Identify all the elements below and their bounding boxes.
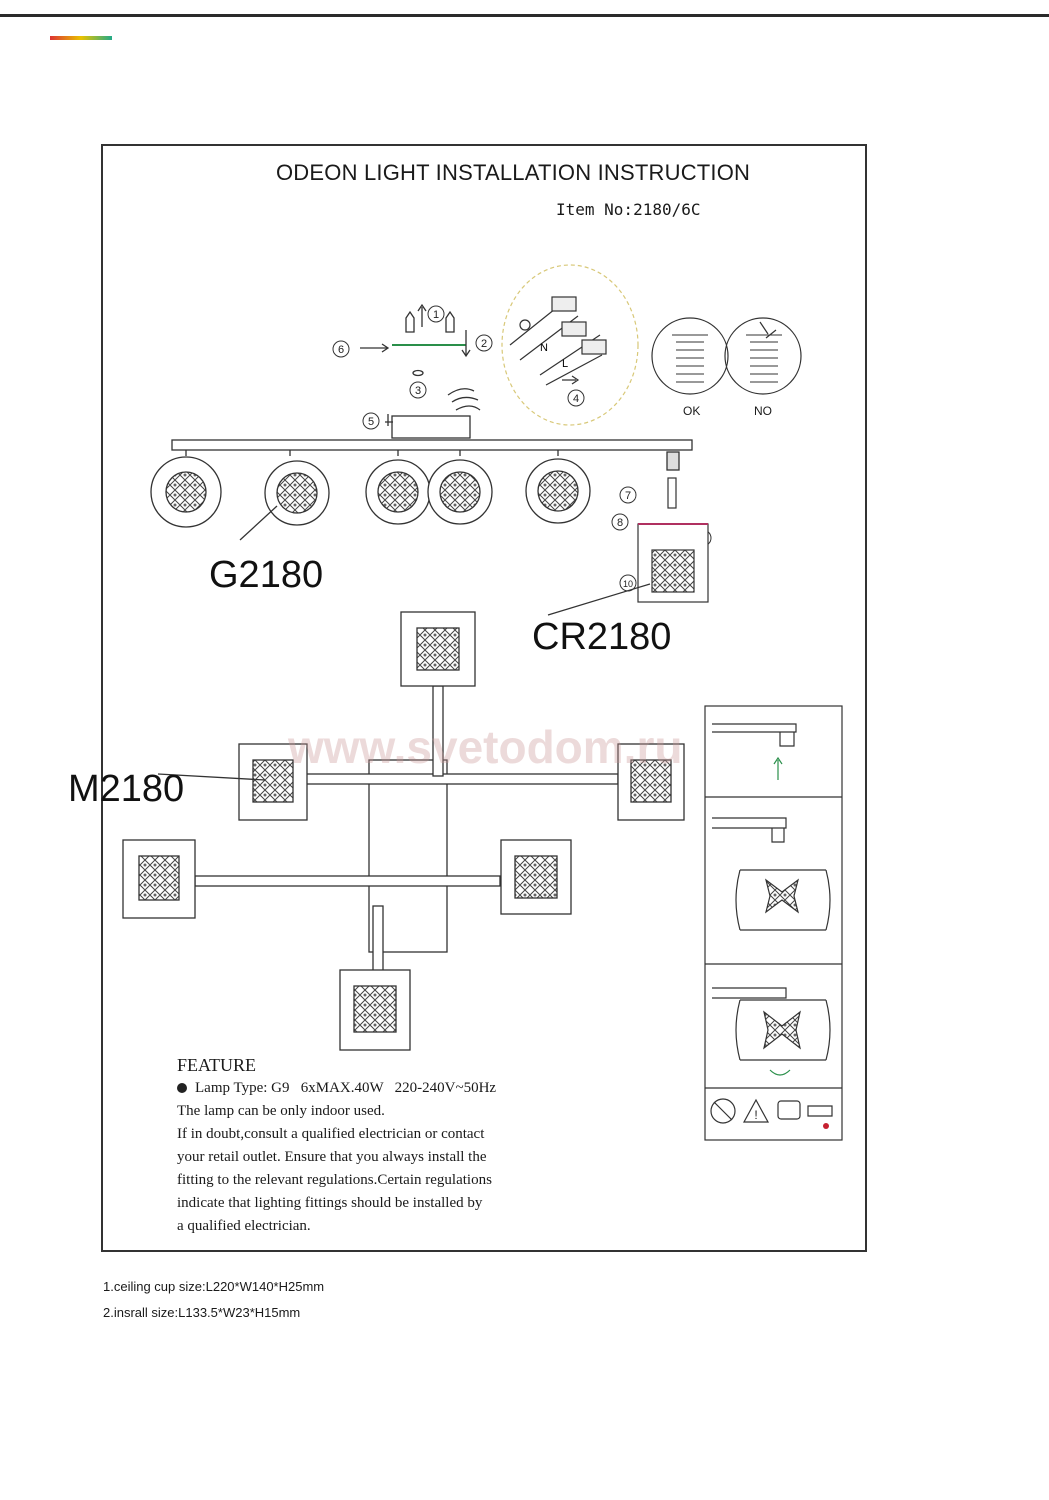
wire-label-n: N (540, 342, 548, 354)
bullet-icon (177, 1083, 187, 1093)
lamp-type-row: Lamp Type: G9 6xMAX.40W 220-240V~50Hz (177, 1077, 697, 1100)
m2180-chandelier-top-view (122, 611, 685, 1051)
hot-surface-icon (777, 1100, 801, 1120)
note-install-size: 2.insrall size:L133.5*W23*H15mm (103, 1305, 301, 1320)
m2180-label: M2180 (68, 768, 185, 810)
lamp-type-text: Lamp Type: G9 6xMAX.40W 220-240V~50Hz (195, 1080, 497, 1096)
step-4: 4 (573, 393, 579, 405)
watermark: www.svetodom.ru (288, 721, 683, 773)
document-title: ODEON LIGHT INSTALLATION INSTRUCTION (276, 160, 751, 185)
step-3: 3 (415, 385, 421, 397)
corner-color-mark (50, 36, 112, 40)
cr2180-shade-detail (547, 477, 709, 616)
g2180-label: G2180 (209, 554, 324, 596)
ok-no-check-diagram (651, 317, 802, 395)
step-10: 10 (623, 579, 633, 589)
feature-line: If in doubt,consult a qualified electric… (177, 1126, 485, 1142)
wiring-detail (501, 264, 639, 426)
feature-section: FEATURE Lamp Type: G9 6xMAX.40W 220-240V… (177, 1054, 697, 1238)
feature-line: The lamp can be only indoor used. (177, 1103, 385, 1119)
step-1: 1 (433, 309, 439, 321)
hand-wash-icon (807, 1105, 833, 1129)
g2180-round-shades (150, 456, 591, 541)
bulb-install-steps-panel (704, 705, 843, 1141)
wire-label-l: L (562, 358, 568, 370)
svg-text:!: ! (754, 1108, 757, 1122)
safety-icons-row: ! (710, 1098, 833, 1129)
size-notes: 1.ceiling cup size:L220*W140*H25mm 2.ins… (103, 1274, 324, 1326)
no-label: NO (754, 404, 772, 418)
step-8: 8 (617, 517, 623, 529)
top-border-line (0, 14, 1049, 17)
ok-label: OK (683, 404, 701, 418)
feature-line: a qualified electrician. (177, 1218, 311, 1234)
feature-line: your retail outlet. Ensure that you alwa… (177, 1149, 487, 1165)
step-5: 5 (368, 416, 374, 428)
feature-heading: FEATURE (177, 1055, 257, 1075)
mounting-hardware-diagram (171, 303, 693, 471)
no-wet-cloth-icon (710, 1098, 736, 1124)
feature-line: fitting to the relevant regulations.Cert… (177, 1172, 492, 1188)
feature-line: indicate that lighting fittings should b… (177, 1195, 483, 1211)
instruction-frame (101, 144, 867, 1252)
warning-icon: ! (742, 1098, 770, 1123)
note-ceiling-cup: 1.ceiling cup size:L220*W140*H25mm (103, 1279, 325, 1294)
cr2180-label: CR2180 (532, 616, 672, 658)
item-number: Item No:2180/6C (556, 200, 701, 219)
step-7: 7 (625, 490, 631, 502)
step-2: 2 (481, 338, 487, 350)
step-6: 6 (338, 344, 344, 356)
